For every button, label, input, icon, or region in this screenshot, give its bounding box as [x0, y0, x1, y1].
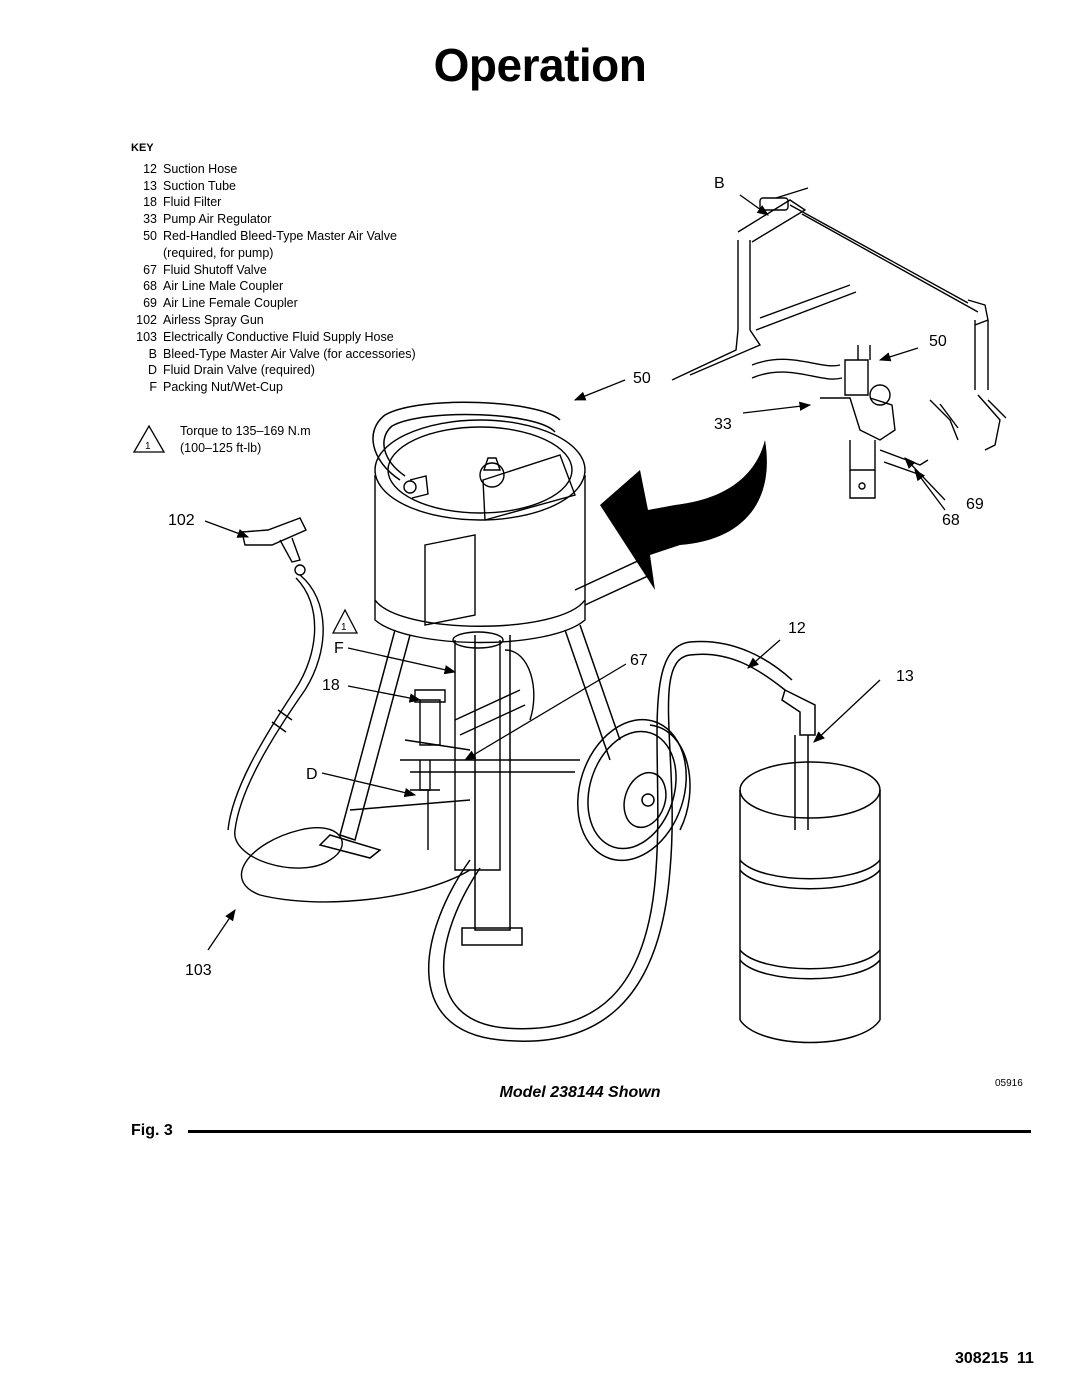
key-desc: Fluid Drain Valve (required) [163, 363, 315, 378]
key-desc: Electrically Conductive Fluid Supply Hos… [163, 329, 394, 344]
key-item: 69 Air Line Female Coupler [131, 295, 416, 312]
key-item: 18 Fluid Filter [131, 194, 416, 211]
key-id: D [147, 363, 157, 378]
torque-marker-symbol: 1 [341, 622, 347, 633]
page-title: Operation [433, 39, 647, 91]
key-desc: Fluid Shutoff Valve [163, 262, 267, 277]
key-id: 103 [136, 329, 157, 344]
air-regulator [820, 345, 929, 499]
key-item: 12 Suction Hose [131, 161, 416, 178]
key-desc: Pump Air Regulator [163, 212, 272, 227]
lower-pump [404, 631, 535, 871]
figure-label: Fig. 3 [131, 1122, 173, 1139]
cart-frame [318, 559, 652, 946]
callout-f: F [334, 640, 344, 657]
torque-marker-icon: 1 [331, 608, 359, 634]
torque-line-2: (100–125 ft-lb) [180, 441, 262, 455]
figure-rule [188, 1130, 1031, 1133]
air-hose-inner [383, 413, 556, 477]
key-desc: (required, for pump) [163, 245, 274, 260]
key-item: 102 Airless Spray Gun [131, 312, 416, 329]
callout-leaders [204, 194, 946, 951]
suction-hose [427, 640, 816, 1042]
footer-doc-number: 308215 [955, 1350, 1009, 1367]
key-item: F Packing Nut/Wet-Cup [131, 379, 416, 396]
key-id: F [149, 380, 157, 395]
key-desc: Air Line Male Coupler [163, 279, 284, 294]
key-item: 33 Pump Air Regulator [131, 211, 416, 228]
fluid-supply-hose [227, 574, 471, 903]
callout-13: 13 [896, 668, 914, 685]
callout-69: 69 [966, 496, 984, 513]
callout-d: D [306, 766, 318, 783]
callout-50-right: 50 [929, 333, 947, 350]
torque-line-1: Torque to 135–169 N.m [180, 424, 311, 438]
drawing-number: 05916 [995, 1078, 1023, 1089]
key-desc: Bleed-Type Master Air Valve (for accesso… [163, 346, 416, 361]
key-id: 102 [136, 312, 157, 327]
key-desc: Suction Hose [163, 161, 238, 176]
air-piping [671, 187, 1007, 451]
key-id: 67 [143, 262, 157, 277]
hopper [374, 419, 586, 644]
key-id: 18 [143, 195, 157, 210]
key-item: B Bleed-Type Master Air Valve (for access… [131, 346, 416, 363]
key-id: 33 [143, 212, 157, 227]
callout-102: 102 [168, 512, 195, 529]
key-item: 13 Suction Tube [131, 178, 416, 195]
callout-103: 103 [185, 962, 212, 979]
key-item: 50 Red-Handled Bleed-Type Master Air Valv… [131, 228, 416, 245]
key-id: 13 [143, 178, 157, 193]
key-heading: KEY [131, 142, 154, 154]
key-item: 67 Fluid Shutoff Valve [131, 262, 416, 279]
cart-wheel [577, 718, 691, 862]
key-desc: Airless Spray Gun [163, 312, 264, 327]
torque-note: Torque to 135–169 N.m (100–125 ft-lb) [128, 423, 311, 457]
callout-b: B [714, 175, 725, 192]
key-item: (required, for pump) [131, 245, 416, 262]
torque-warning-icon: 1 [132, 424, 166, 453]
key-id: 50 [143, 228, 157, 243]
air-hose [372, 401, 561, 481]
key-desc: Air Line Female Coupler [163, 296, 298, 311]
torque-symbol: 1 [145, 441, 151, 452]
key-id: B [148, 346, 157, 361]
large-curved-arrow [600, 440, 767, 590]
callout-18: 18 [322, 677, 340, 694]
key-desc: Fluid Filter [163, 195, 222, 210]
callout-68: 68 [942, 512, 960, 529]
key-item: 68 Air Line Male Coupler [131, 278, 416, 295]
callout-50-left: 50 [633, 370, 651, 387]
callout-33: 33 [714, 416, 732, 433]
key-id: 69 [143, 296, 157, 311]
callout-12: 12 [788, 620, 806, 637]
key-id: 12 [143, 161, 157, 176]
key-desc: Red-Handled Bleed-Type Master Air Valve [163, 228, 397, 243]
key-item: D Fluid Drain Valve (required) [131, 362, 416, 379]
spray-gun [241, 517, 307, 576]
callout-67: 67 [630, 652, 648, 669]
figure-caption: Model 238144 Shown [499, 1084, 661, 1101]
key-id: 68 [143, 279, 157, 294]
drum [739, 761, 881, 1044]
key-desc: Suction Tube [163, 178, 236, 193]
footer-page-number: 11 [1017, 1350, 1034, 1367]
key-item: 103 Electrically Conductive Fluid Supply … [131, 329, 416, 346]
key-desc: Packing Nut/Wet-Cup [163, 380, 283, 395]
